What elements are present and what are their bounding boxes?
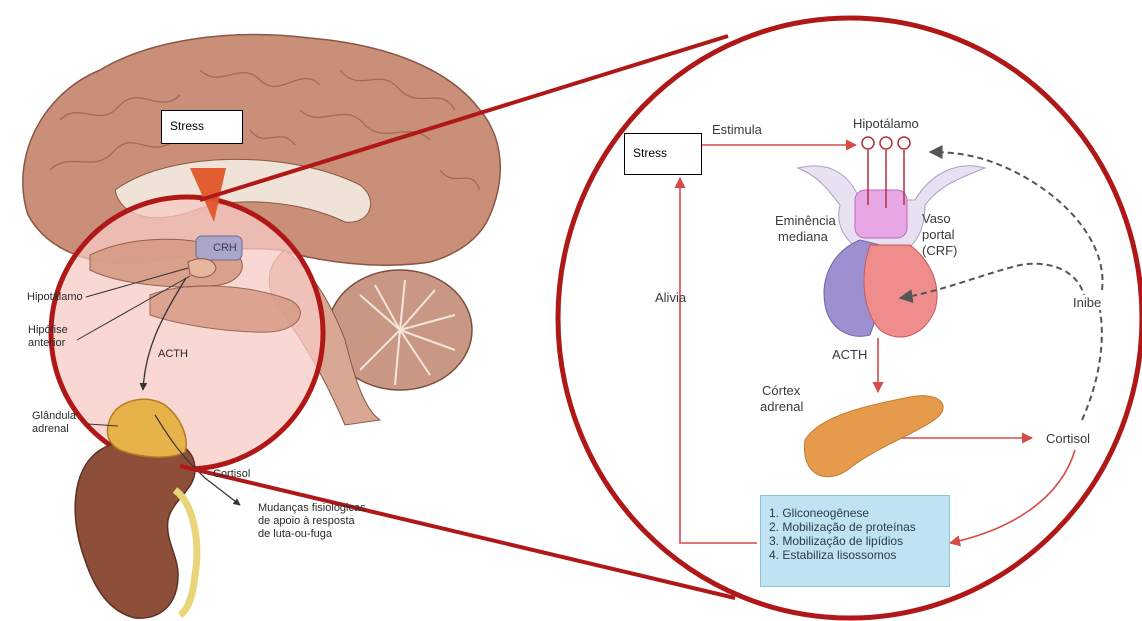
crh-label: CRH	[213, 242, 237, 255]
effect-item: 2. Mobilização de proteínas	[769, 520, 949, 534]
portal-vessel-line3: (CRF)	[922, 243, 957, 258]
cortisol-label-right: Cortisol	[1046, 431, 1090, 446]
cortisol-label-left: Cortisol	[213, 468, 250, 481]
portal-vessel-line2: portal	[922, 227, 955, 242]
median-eminence-line2: mediana	[778, 229, 828, 244]
effect-item: 4. Estabiliza lisossomos	[769, 548, 949, 562]
stress-label-box-right: Stress	[624, 133, 702, 175]
portal-vessel-line1: Vaso	[922, 211, 951, 226]
stress-label-left: Stress	[170, 119, 204, 133]
hypothalamus-label-left: Hipotálamo	[27, 291, 83, 304]
pituitary-label-line2: anterior	[28, 337, 65, 350]
stress-label-box-left: Stress	[161, 110, 243, 144]
physiological-changes-line3: de luta-ou-fuga	[258, 528, 332, 541]
inhibits-label: Inibe	[1071, 295, 1103, 310]
adrenal-cortex-line1: Córtex	[762, 383, 800, 398]
hypothalamus-label-right: Hipotálamo	[853, 116, 919, 131]
acth-label-left: ACTH	[158, 348, 188, 361]
acth-label-right: ACTH	[832, 347, 867, 362]
kidney-illustration	[75, 438, 197, 618]
physiological-changes-line1: Mudanças fisiológicas	[258, 502, 366, 515]
physiological-changes-line2: de apoio à resposta	[258, 515, 355, 528]
effect-item: 3. Mobilização de lipídios	[769, 534, 949, 548]
adrenal-cortex-line2: adrenal	[760, 399, 803, 414]
stimulates-label: Estimula	[712, 122, 762, 137]
effect-item: 1. Gliconeogênese	[769, 506, 949, 520]
pituitary-gland	[188, 259, 216, 278]
median-eminence-line1: Eminência	[775, 213, 836, 228]
adrenal-label-line2: adrenal	[32, 423, 69, 436]
cortisol-effects-box: 1. Gliconeogênese 2. Mobilização de prot…	[760, 495, 950, 587]
adrenal-label-line1: Glândula	[32, 410, 76, 423]
zoom-source-circle	[51, 197, 323, 469]
stress-label-right: Stress	[633, 146, 667, 160]
relieves-label: Alivia	[655, 290, 686, 305]
pituitary-label-line1: Hipófise	[28, 324, 68, 337]
